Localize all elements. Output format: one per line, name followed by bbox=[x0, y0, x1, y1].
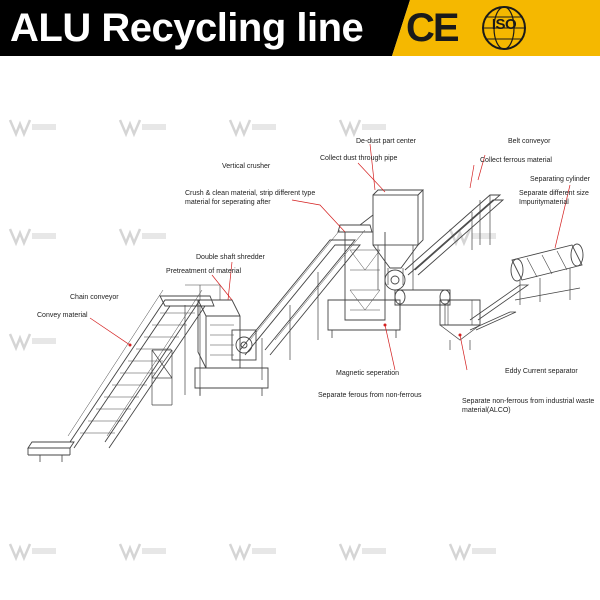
page-title: ALU Recycling line bbox=[10, 6, 364, 50]
label-eddy-current-separator: Eddy Current separator bbox=[505, 368, 578, 375]
eddy-current-separator bbox=[439, 284, 530, 350]
label-collect-dust: Collect dust through pipe bbox=[320, 155, 398, 162]
label-separate-nonferrous-line1: Separate non-ferrous from industrial was… bbox=[462, 398, 595, 405]
label-vertical-crusher: Vertical crusher bbox=[222, 163, 271, 170]
label-separate-size-line2: Impuritymaterial bbox=[519, 199, 569, 206]
label-collect-ferrous: Collect ferrous material bbox=[480, 157, 552, 164]
iso-certification-label: ISO bbox=[491, 16, 517, 33]
label-dedust-center: De-dust part center bbox=[356, 138, 416, 145]
vertical-crusher bbox=[327, 224, 401, 338]
iso-globe-icon bbox=[482, 6, 526, 50]
leader-dots bbox=[128, 323, 462, 347]
label-belt-conveyor: Belt conveyor bbox=[508, 138, 551, 145]
brand-watermark-icon bbox=[228, 119, 276, 138]
ce-certification-mark: CE bbox=[406, 6, 460, 50]
double-shaft-shredder bbox=[185, 284, 269, 396]
brand-watermark-icon bbox=[448, 228, 496, 247]
brand-watermark-icon bbox=[228, 543, 276, 562]
leader-lines bbox=[89, 143, 571, 371]
label-crush-clean-line2: material for seperating after bbox=[185, 199, 271, 206]
brand-watermark-icon bbox=[338, 543, 386, 562]
label-double-shaft-shredder: Double shaft shredder bbox=[196, 254, 265, 261]
chain-conveyor bbox=[27, 289, 215, 462]
brand-watermark-icon bbox=[448, 543, 496, 562]
label-convey-material: Convey material bbox=[37, 312, 88, 319]
belt-conveyor-upper bbox=[404, 194, 505, 276]
label-crush-clean-line1: Crush & clean material, strip different … bbox=[185, 190, 316, 197]
dedust-center bbox=[359, 189, 425, 291]
magnetic-separator bbox=[394, 289, 451, 325]
brand-watermark-icon bbox=[338, 119, 386, 138]
brand-watermark-icon bbox=[8, 228, 56, 247]
label-separating-cylinder: Separating cylinder bbox=[530, 176, 590, 183]
brand-watermark-icon bbox=[8, 333, 56, 352]
label-magnetic-separation: Magnetic seperation bbox=[336, 370, 400, 377]
separating-cylinder bbox=[510, 243, 584, 305]
brand-watermark-icon bbox=[118, 119, 166, 138]
label-separate-size-line1: Separate different size bbox=[519, 190, 589, 197]
label-separate-ferrous: Separate ferous from non-ferrous bbox=[318, 392, 422, 399]
brand-watermark-icon bbox=[118, 228, 166, 247]
inclined-belt-conveyor-to-crusher bbox=[239, 229, 366, 380]
label-separate-nonferrous-line2: material(ALCO) bbox=[462, 407, 511, 414]
brand-watermark-icon bbox=[8, 543, 56, 562]
brand-watermark-icon bbox=[118, 543, 166, 562]
brand-watermark-icon bbox=[8, 119, 56, 138]
label-chain-conveyor: Chain conveyor bbox=[70, 294, 119, 301]
label-pretreatment: Pretreatment of material bbox=[166, 268, 242, 275]
